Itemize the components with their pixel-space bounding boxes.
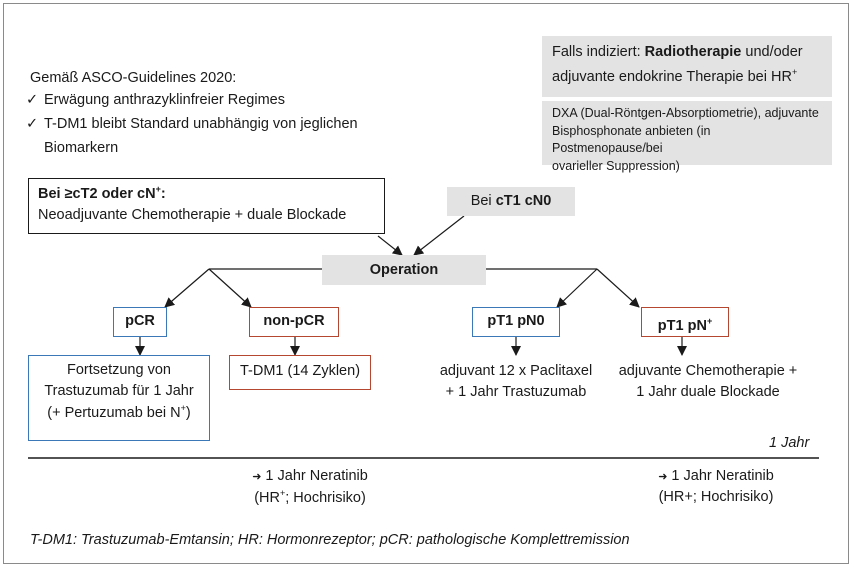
operation-box: Operation [322,255,486,285]
treatment-pt1-pn0: adjuvant 12 x Paclitaxel + 1 Jahr Trastu… [439,363,593,401]
note-radiotherapy: Falls indiziert: Radiotherapie und/oder … [542,36,832,97]
outcome-pcr: pCR [113,307,167,337]
note-dxa: DXA (Dual-Röntgen-Absorptiometrie), adju… [542,101,832,173]
arrow-right-icon: ➜ [252,471,262,483]
guideline-item: ✓Erwägung anthrazyklinfreier Regimes [26,90,285,111]
connector-lines [28,215,819,459]
guideline-item-continuation: Biomarkern [44,140,119,156]
arrow-to-pcr [164,268,210,308]
arrow-to-pt1-pnplus [596,268,640,308]
check-icon: ✓ [26,92,39,108]
outcome-pt1-pn0: pT1 pN0 [472,307,560,337]
treatment-non-pcr: T-DM1 (14 Zyklen) [229,355,371,390]
treatment-pt1-pnplus: adjuvante Chemotherapie + 1 Jahr duale B… [618,363,798,401]
outcome-non-pcr: non-pCR [249,307,339,337]
diagram-frame: Gemäß ASCO-Guidelines 2020: ✓Erwägung an… [3,3,849,564]
arrow-high-to-operation [377,235,403,256]
neratinib-left: ➜ 1 Jahr Neratinib (HR+; Hochrisiko) [252,468,368,506]
entry-high-title: Bei ≥cT2 oder cN+: [38,184,166,202]
arrow-to-non-pcr [208,268,252,308]
entry-box-low-risk: Bei cT1 cN0 [447,187,575,216]
outcome-pt1-pnplus: pT1 pN+ [641,307,729,337]
entry-high-text: Neoadjuvante Chemotherapie + duale Block… [38,206,347,223]
timeline-label: 1 Jahr [769,435,810,451]
guidelines-heading: Gemäß ASCO-Guidelines 2020: [30,70,237,86]
arrow-right-icon: ➜ [658,471,668,483]
treatment-pcr: Fortsetzung von Trastuzumab für 1 Jahr (… [28,355,210,441]
neratinib-right: ➜ 1 Jahr Neratinib (HR+; Hochrisiko) [658,468,774,506]
footnote: T-DM1: Trastuzumab-Emtansin; HR: Hormonr… [30,532,630,548]
entry-box-high-risk: Bei ≥cT2 oder cN+: Neoadjuvante Chemothe… [28,178,385,234]
arrow-to-pt1-pn0 [556,268,598,308]
guideline-item: ✓T-DM1 bleibt Standard unabhängig von je… [26,114,358,135]
check-icon: ✓ [26,116,39,132]
arrow-low-to-operation [413,215,465,256]
